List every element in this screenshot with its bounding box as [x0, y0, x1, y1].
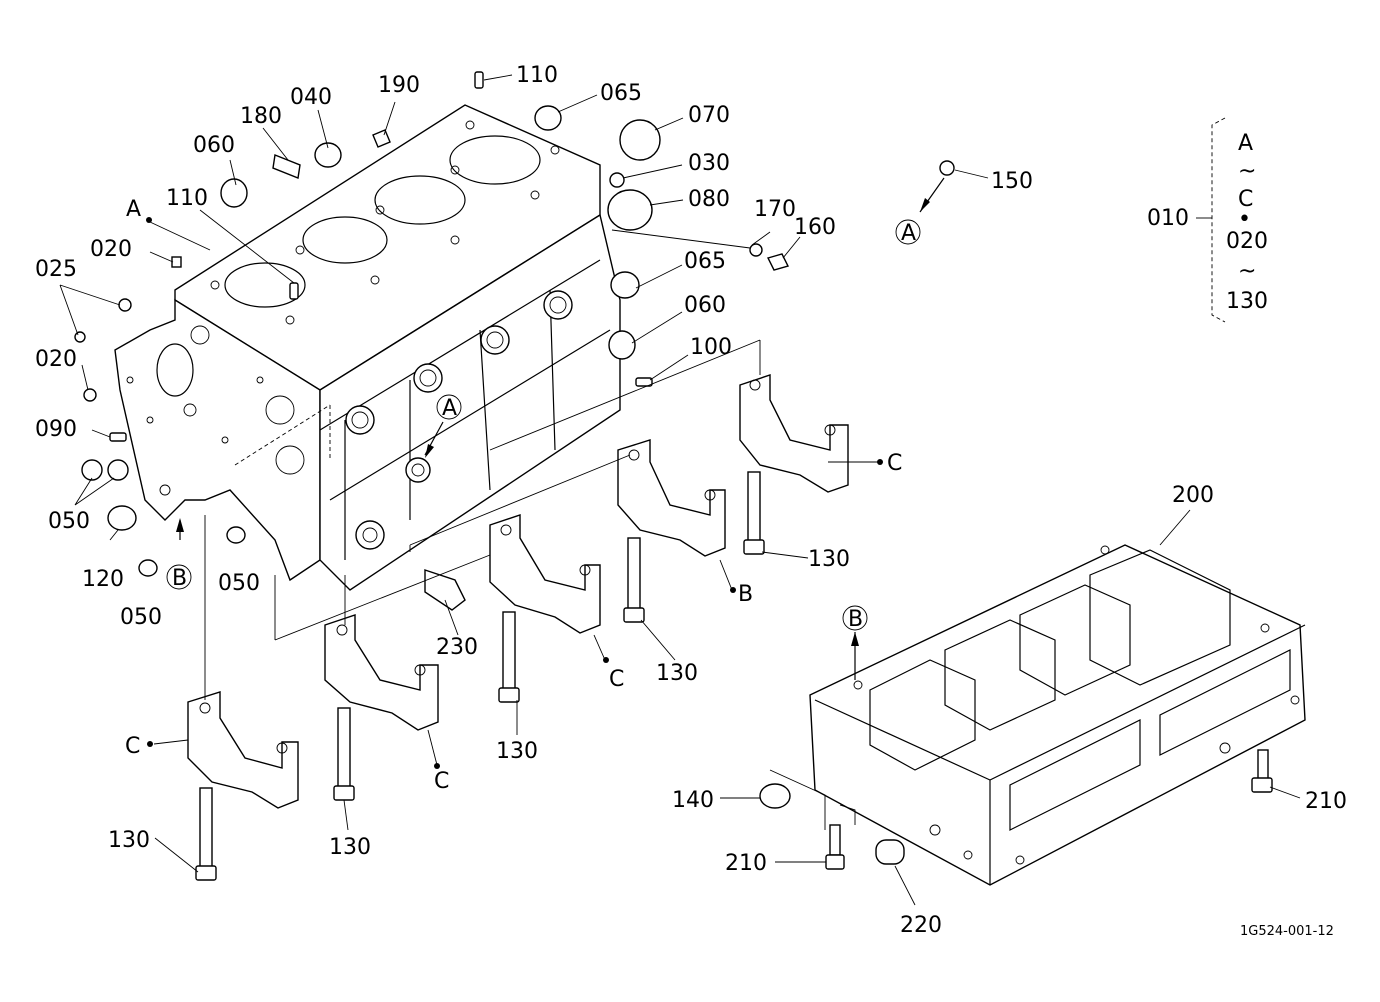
figure-id: 1G524-001-12 — [1240, 924, 1334, 939]
label-220: 220 — [900, 913, 942, 938]
label-020-top: 020 — [90, 237, 132, 262]
label-130-3: 130 — [496, 739, 538, 764]
label-A-ref-2: A — [442, 396, 457, 421]
label-120: 120 — [82, 567, 124, 592]
label-C-2: C — [609, 667, 624, 692]
legend-item-2: C — [1238, 187, 1253, 212]
label-130-5: 130 — [108, 828, 150, 853]
legend-item-0: A — [1238, 131, 1253, 156]
reference-arrows — [146, 177, 945, 769]
cylinder-block — [114, 104, 621, 591]
label-050-bottom: 050 — [120, 605, 162, 630]
label-210-left: 210 — [725, 851, 767, 876]
legend-code: 010 — [1147, 206, 1189, 231]
ref-circle-A2 — [436, 394, 462, 420]
label-080: 080 — [688, 187, 730, 212]
ref-circle-A3 — [895, 219, 921, 245]
legend-item-1: ~ — [1238, 159, 1256, 184]
bearing-cap-2 — [617, 439, 726, 557]
label-130-4: 130 — [329, 835, 371, 860]
label-190: 190 — [378, 73, 420, 98]
ref-circle-B3 — [842, 605, 868, 631]
label-050-left: 050 — [48, 509, 90, 534]
label-060-right: 060 — [684, 293, 726, 318]
bearing-cap-4 — [324, 614, 439, 731]
label-210-right: 210 — [1305, 789, 1347, 814]
bearing-cap-1 — [739, 374, 849, 493]
bearing-cap-5 — [187, 691, 299, 809]
label-A-ref-1: A — [126, 197, 141, 222]
label-030: 030 — [688, 151, 730, 176]
label-A-ref-3: A — [901, 221, 916, 246]
cap-bolts — [195, 471, 765, 881]
label-110-left: 110 — [166, 186, 208, 211]
label-020-left: 020 — [35, 347, 77, 372]
label-150: 150 — [991, 169, 1033, 194]
label-C-1: C — [887, 451, 902, 476]
label-060-left: 060 — [193, 133, 235, 158]
label-065-top: 065 — [600, 81, 642, 106]
label-025: 025 — [35, 257, 77, 282]
label-C-3: C — [434, 769, 449, 794]
label-065-right: 065 — [684, 249, 726, 274]
label-230: 230 — [436, 635, 478, 660]
label-B-ref-1: B — [172, 566, 187, 591]
small-parts — [74, 71, 955, 611]
part-labels: 110 065 190 040 070 180 030 060 080 110 … — [35, 63, 1347, 938]
crankcase-small-parts — [759, 749, 1273, 870]
label-180: 180 — [240, 104, 282, 129]
ref-circle-B1 — [166, 564, 192, 590]
label-100: 100 — [690, 335, 732, 360]
label-C-4: C — [125, 734, 140, 759]
bearing-cap-3 — [489, 514, 601, 634]
lower-crankcase — [809, 544, 1306, 886]
legend-item-4: 020 — [1226, 229, 1268, 254]
legend-item-5: ~ — [1238, 259, 1256, 284]
label-130-2: 130 — [656, 661, 698, 686]
leader-lines — [59, 74, 1301, 906]
label-040: 040 — [290, 85, 332, 110]
label-160: 160 — [794, 215, 836, 240]
label-140: 140 — [672, 788, 714, 813]
label-130-1: 130 — [808, 547, 850, 572]
label-070: 070 — [688, 103, 730, 128]
label-050-mid: 050 — [218, 571, 260, 596]
legend-item-3: • — [1238, 207, 1251, 232]
label-110-top: 110 — [516, 63, 558, 88]
label-B-ref-3: B — [848, 607, 863, 632]
label-170: 170 — [754, 197, 796, 222]
assembly-legend: 010 A ~ C • 020 ~ 130 — [1147, 117, 1268, 323]
label-090: 090 — [35, 417, 77, 442]
label-B-2: B — [738, 582, 753, 607]
label-200: 200 — [1172, 483, 1214, 508]
legend-item-6: 130 — [1226, 289, 1268, 314]
